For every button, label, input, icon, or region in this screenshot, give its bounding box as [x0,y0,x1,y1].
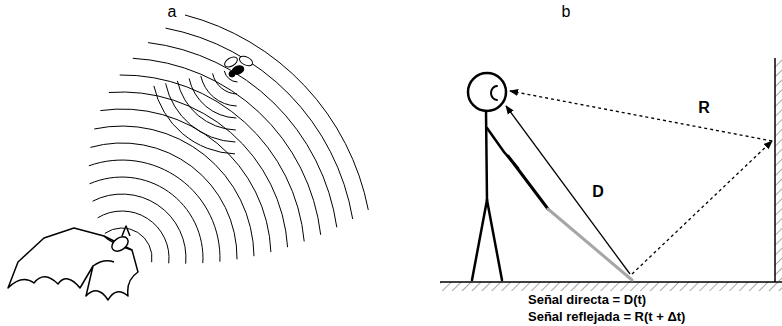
ground-line [440,281,782,283]
path-label: D [592,183,604,201]
reflected-path-in [632,141,772,274]
echo-arc [201,76,237,106]
echo-arc [177,81,235,130]
wave-arc [94,126,254,256]
wave-arc [120,75,305,241]
echo-waves [154,71,238,154]
bat-figure [8,226,138,300]
ground-hatch [440,282,782,291]
person-figure [468,73,632,280]
wave-arc [133,58,321,235]
wall-line [774,58,776,282]
wave-arc [148,43,337,228]
signal-equation: Señal directa = D(t) [528,293,646,308]
echo-arc [189,78,236,118]
wave-arc [185,15,368,210]
signal-equation: Señal reflejada = R(t + Δt) [528,310,685,325]
sound-waves [89,15,368,264]
echo-arc [166,83,236,142]
direct-path [506,106,630,274]
path-label: R [698,99,710,117]
wave-arc [166,28,353,219]
wave-arc [90,143,237,259]
reflected-path-out [510,91,772,141]
panel-letter: b [562,3,571,21]
fly-figure [223,54,254,77]
wave-arc [100,109,271,252]
panel-letter: a [168,3,177,21]
echo-arc [154,86,235,154]
wall-hatch [775,58,782,282]
